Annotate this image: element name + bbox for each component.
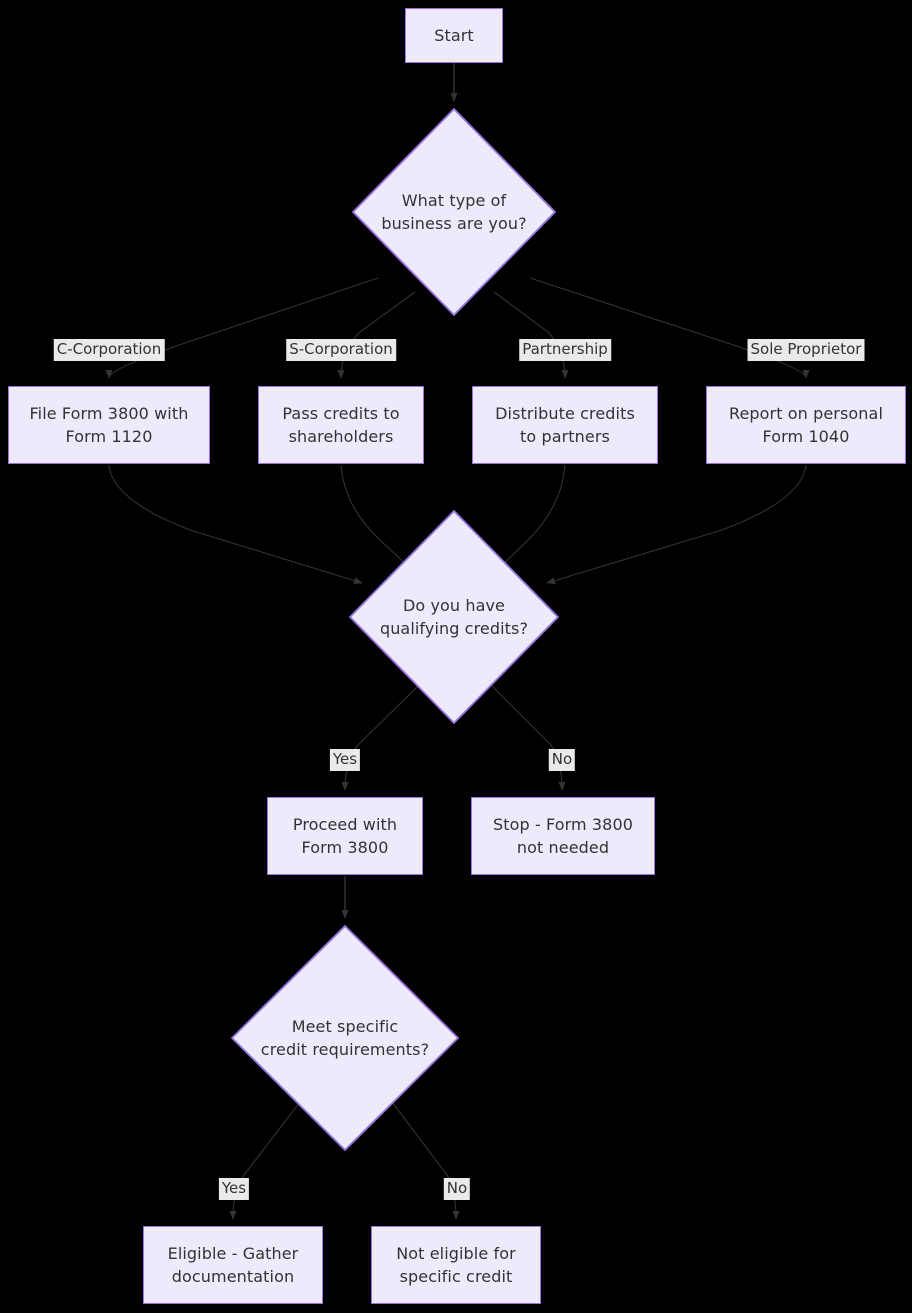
node-business-type-decision-label: What type of business are you? [381, 191, 527, 233]
node-eligible-outcome[interactable]: Eligible - Gather documentation [143, 1226, 323, 1304]
node-credit-requirements-decision[interactable]: Meet specific credit requirements? [231, 925, 459, 1151]
edge-label-c-corporation: C-Corporation [53, 339, 165, 361]
edge-biztype-to-soleprop [529, 277, 810, 379]
node-not-eligible-outcome-label: Not eligible for specific credit [396, 1244, 516, 1286]
node-s-corporation-action[interactable]: Pass credits to shareholders [258, 386, 424, 464]
node-sole-proprietor-action[interactable]: Report on personal Form 1040 [706, 386, 906, 464]
diamond-shape [352, 108, 556, 316]
node-start[interactable]: Start [405, 8, 503, 63]
node-business-type-decision[interactable]: What type of business are you? [352, 108, 556, 316]
node-qualifying-credits-decision[interactable]: Do you have qualifying credits? [349, 510, 559, 724]
node-start-label: Start [434, 26, 474, 45]
edge-biztype-to-ccorp [105, 277, 379, 379]
node-stop-action[interactable]: Stop - Form 3800 not needed [471, 797, 655, 875]
node-proceed-action-label: Proceed with Form 3800 [292, 815, 398, 857]
edge-label-qualify-no: No [548, 749, 576, 771]
diamond-shape [349, 510, 559, 724]
node-credit-requirements-decision-label: Meet specific credit requirements? [260, 1017, 430, 1059]
edge-label-requirements-yes: Yes [218, 1178, 250, 1200]
edge-label-requirements-no: No [443, 1178, 471, 1200]
edge-ccorp-to-qualify [108, 464, 363, 584]
edge-label-sole-proprietor: Sole Proprietor [747, 339, 865, 361]
node-stop-action-label: Stop - Form 3800 not needed [492, 815, 634, 857]
node-not-eligible-outcome[interactable]: Not eligible for specific credit [371, 1226, 541, 1304]
node-proceed-action[interactable]: Proceed with Form 3800 [267, 797, 423, 875]
edge-soleprop-to-qualify [546, 464, 807, 585]
edge-label-qualify-yes: Yes [329, 749, 361, 771]
node-partnership-action-label: Distribute credits to partners [495, 404, 635, 446]
diamond-shape [231, 925, 459, 1151]
edge-label-partnership: Partnership [519, 339, 611, 361]
node-partnership-action[interactable]: Distribute credits to partners [472, 386, 658, 464]
node-s-corporation-action-label: Pass credits to shareholders [282, 404, 400, 446]
node-qualifying-credits-decision-label: Do you have qualifying credits? [379, 596, 529, 638]
node-c-corporation-action[interactable]: File Form 3800 with Form 1120 [8, 386, 210, 464]
node-c-corporation-action-label: File Form 3800 with Form 1120 [29, 404, 189, 446]
edge-label-s-corporation: S-Corporation [286, 339, 396, 361]
node-eligible-outcome-label: Eligible - Gather documentation [167, 1244, 299, 1286]
node-sole-proprietor-action-label: Report on personal Form 1040 [728, 404, 884, 446]
